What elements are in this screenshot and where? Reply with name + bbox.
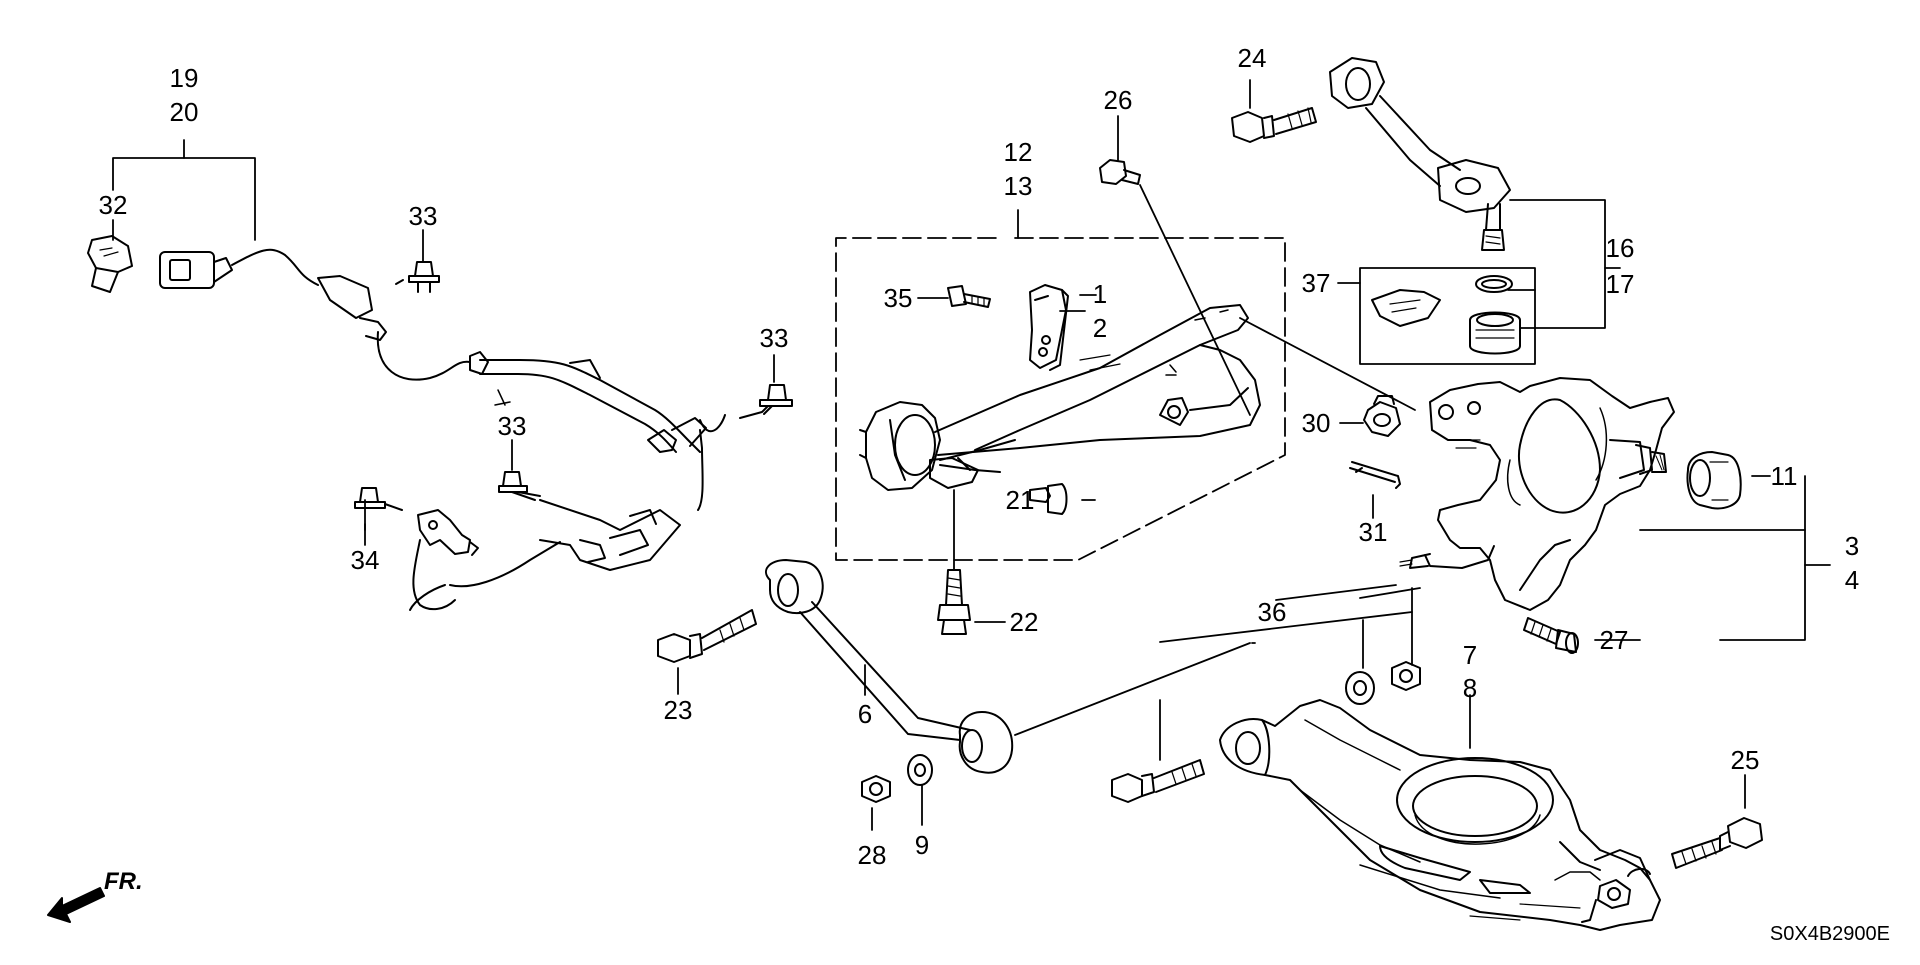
part-33-bolt-right bbox=[739, 384, 793, 419]
part-25-bolt bbox=[1671, 817, 1763, 869]
part-22-bolt bbox=[937, 569, 971, 635]
callout-37: 37 bbox=[1301, 268, 1331, 298]
part-6-link bbox=[765, 559, 1014, 774]
part-9-washer bbox=[907, 754, 933, 786]
front-direction-arrow-icon bbox=[47, 887, 105, 923]
part-33-bolt-top bbox=[395, 261, 440, 293]
callout-27: 27 bbox=[1599, 625, 1629, 655]
callout-32: 32 bbox=[98, 190, 128, 220]
callout-34: 34 bbox=[350, 545, 380, 575]
part-26-bolt bbox=[1099, 159, 1141, 185]
callout-13: 13 bbox=[1003, 171, 1033, 201]
callout-33-top: 33 bbox=[408, 201, 438, 231]
callout-25: 25 bbox=[1730, 745, 1760, 775]
lower-harness-bracket bbox=[409, 499, 681, 611]
callout-16: 16 bbox=[1605, 233, 1635, 263]
callout-33-right: 33 bbox=[759, 323, 789, 353]
leader-lines bbox=[112, 79, 1831, 831]
part-36-washer-nut bbox=[1345, 661, 1421, 705]
callout-11: 11 bbox=[1770, 461, 1798, 491]
part-33-bolt-mid bbox=[498, 471, 541, 501]
part-7-8-lower-arm bbox=[1219, 699, 1661, 931]
callout-36: 36 bbox=[1257, 597, 1287, 627]
diagram-code: S0X4B2900E bbox=[1769, 923, 1890, 945]
callout-12: 12 bbox=[1003, 137, 1033, 167]
part-23-bolt bbox=[657, 609, 757, 663]
callout-23: 23 bbox=[663, 695, 693, 725]
part-21-cap bbox=[1029, 483, 1068, 515]
callout-4: 4 bbox=[1844, 565, 1860, 595]
callout-24: 24 bbox=[1237, 43, 1267, 73]
callout-6: 6 bbox=[857, 699, 873, 729]
callout-1: 1 bbox=[1092, 279, 1108, 309]
callout-7: 7 bbox=[1462, 640, 1478, 670]
callout-9: 9 bbox=[914, 830, 930, 860]
part-3-4-knuckle bbox=[1399, 377, 1675, 611]
callout-30: 30 bbox=[1301, 408, 1331, 438]
part-1-2-bracket bbox=[1029, 284, 1069, 371]
callout-28: 28 bbox=[857, 840, 887, 870]
part-27-bolt bbox=[1523, 617, 1579, 654]
part-30-nut bbox=[1363, 395, 1401, 437]
callout-8: 8 bbox=[1462, 673, 1478, 703]
callout-19: 19 bbox=[169, 63, 199, 93]
part-12-13-trailing-arm bbox=[859, 304, 1261, 491]
part-24-bolt bbox=[1231, 107, 1317, 143]
callout-33-mid: 33 bbox=[497, 411, 527, 441]
callout-20: 20 bbox=[169, 97, 199, 127]
harness-bracket bbox=[479, 359, 726, 511]
callout-31: 31 bbox=[1358, 517, 1388, 547]
part-19-20-speed-sensor bbox=[159, 248, 489, 381]
part-35-bolt bbox=[947, 285, 991, 308]
direction-label: FR. bbox=[104, 868, 143, 895]
part-28-nut bbox=[861, 775, 891, 803]
part-37-kit bbox=[1371, 275, 1521, 355]
callout-2: 2 bbox=[1092, 313, 1108, 343]
callout-3: 3 bbox=[1844, 531, 1860, 561]
callout-35: 35 bbox=[883, 283, 913, 313]
callout-21: 21 bbox=[1005, 485, 1035, 515]
part-34-sensor bbox=[354, 487, 479, 611]
part-16-17-upper-arm bbox=[1329, 57, 1511, 251]
part-36-bolt bbox=[1111, 759, 1205, 803]
part-32-cap bbox=[87, 235, 133, 293]
callout-17: 17 bbox=[1605, 269, 1635, 299]
part-11-bushing bbox=[1686, 451, 1742, 510]
callout-22: 22 bbox=[1009, 607, 1039, 637]
callout-26: 26 bbox=[1103, 85, 1133, 115]
part-31-pin bbox=[1349, 461, 1401, 489]
